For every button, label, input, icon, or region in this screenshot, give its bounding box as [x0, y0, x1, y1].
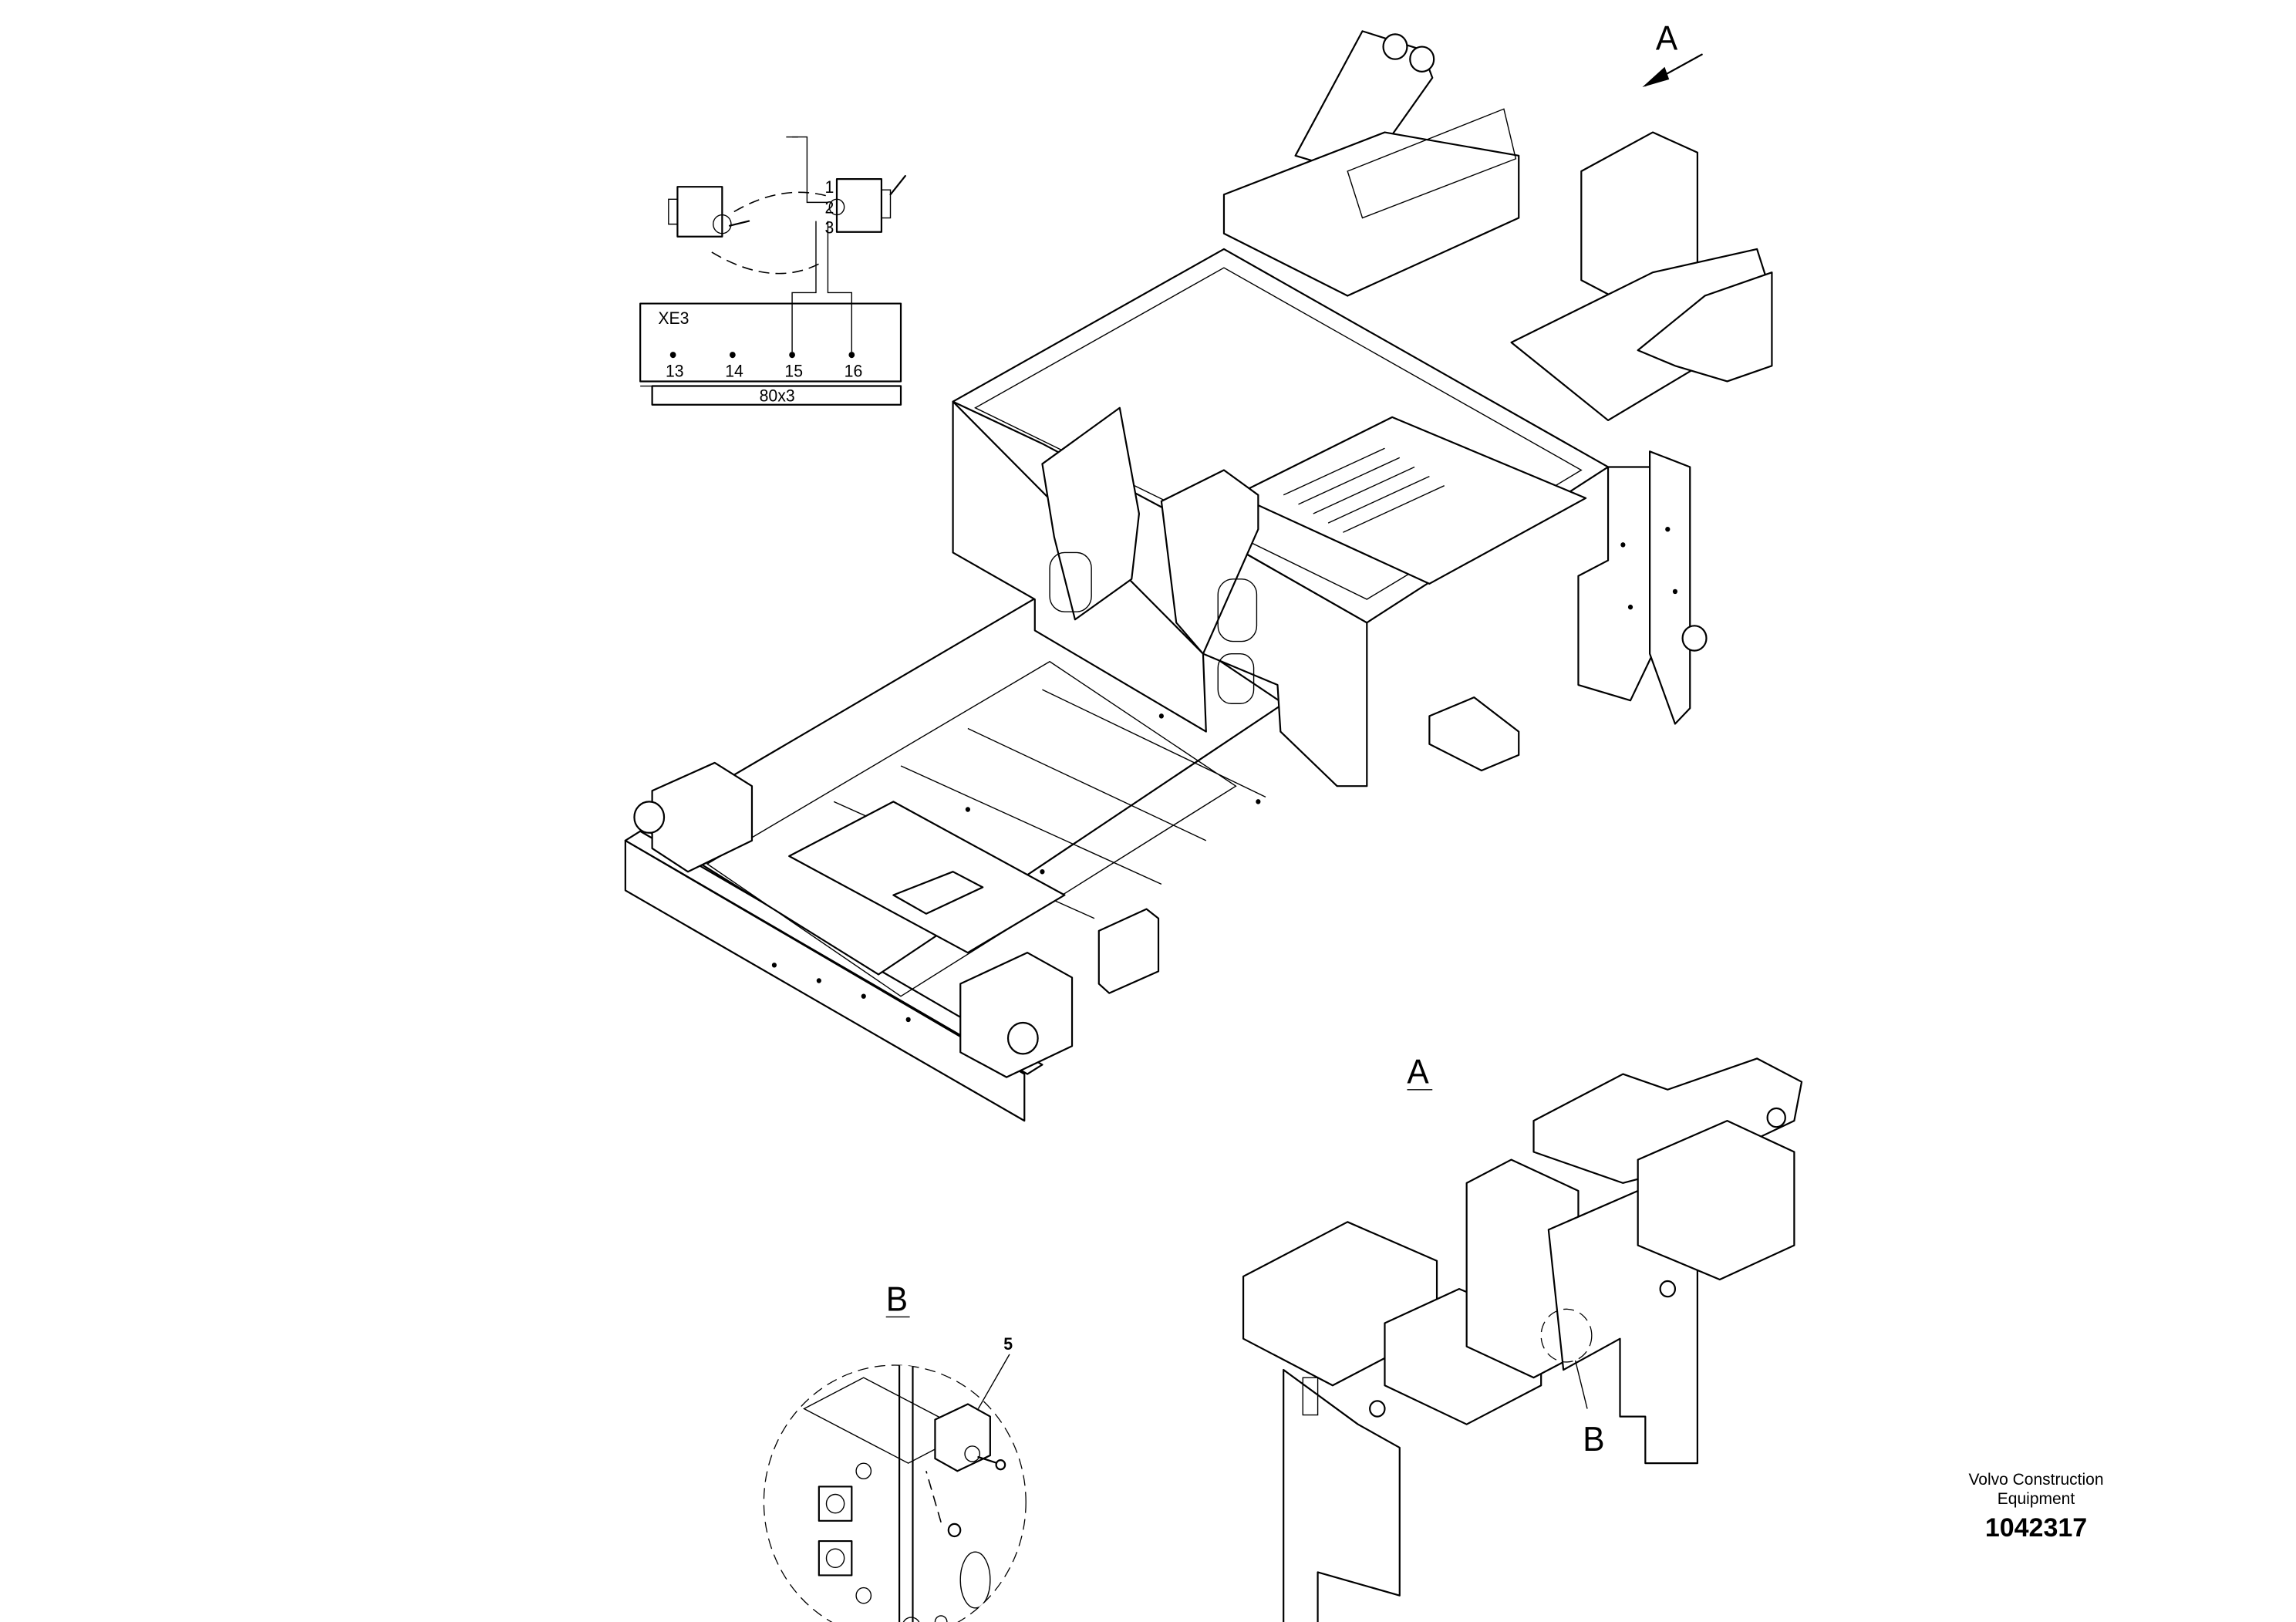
- slide-plate: [789, 801, 1064, 953]
- wire: [792, 221, 816, 352]
- pin-label: 1: [825, 177, 834, 197]
- document-number: 1042317: [1984, 1513, 2088, 1543]
- right-box: [1638, 1121, 1795, 1280]
- toggle-switch-symbol: [829, 176, 905, 232]
- end-block: [652, 763, 752, 872]
- pin-label: 3: [825, 218, 834, 238]
- connector-id: XE3: [658, 308, 689, 328]
- main-frame: [625, 31, 1772, 1121]
- view-b-title: B: [886, 1281, 908, 1319]
- view-a-title: A: [1407, 1054, 1428, 1091]
- seat-panel: [1161, 470, 1258, 654]
- detail-view-b: B 5: [764, 1281, 1026, 1622]
- terminal-label: 16: [845, 361, 863, 381]
- swap-arc: [712, 252, 824, 274]
- company-name-line1: Volvo Construction: [1968, 1471, 2104, 1489]
- company-name: Volvo Construction Equipment: [1920, 1470, 2152, 1509]
- terminal-label: 14: [725, 361, 743, 381]
- bracket: [1099, 909, 1158, 993]
- left-plate: [1283, 1370, 1400, 1622]
- fastener-holes: [771, 526, 1678, 1023]
- terminal-labels: 13 14 15 16: [666, 361, 862, 381]
- view-a-arrow-label: A: [1656, 20, 1677, 58]
- bus-bar: [652, 386, 901, 405]
- connector: [819, 1486, 851, 1520]
- seat-panel: [1042, 408, 1138, 619]
- terminal-strip: [640, 304, 901, 382]
- terminal-dots: [669, 352, 855, 359]
- company-name-line2: Equipment: [1997, 1490, 2075, 1508]
- floor-bracket: [1429, 697, 1519, 771]
- right-post: [1650, 451, 1690, 723]
- connector: [819, 1541, 851, 1575]
- detail-view-a: A B: [1243, 1054, 1802, 1622]
- toggle-switch-symbol: [669, 187, 749, 237]
- swap-arc: [734, 192, 828, 211]
- wire: [828, 221, 851, 352]
- floor-deck: [1236, 417, 1586, 584]
- right-post: [1578, 467, 1653, 700]
- upper-box: [1534, 1058, 1802, 1182]
- detail-b-marker-circle: [1541, 1309, 1592, 1362]
- wire: [792, 137, 828, 203]
- end-block: [960, 953, 1072, 1077]
- item-number: 5: [1003, 1334, 1013, 1354]
- view-a-arrow: A: [1642, 20, 1701, 87]
- toggle-switch: [935, 1404, 1005, 1471]
- detail-b-circle: [764, 1365, 1026, 1622]
- bus-label: 80x3: [760, 386, 795, 406]
- wiring-schematic: XE3 80x3 13 14 15 16: [640, 137, 905, 406]
- terminal-label: 13: [666, 361, 684, 381]
- front-beam: [625, 841, 1024, 1121]
- view-b-marker: B: [1583, 1421, 1604, 1458]
- pin-label: 2: [825, 197, 834, 218]
- terminal-label: 15: [784, 361, 803, 381]
- panel-edge: [899, 1364, 912, 1622]
